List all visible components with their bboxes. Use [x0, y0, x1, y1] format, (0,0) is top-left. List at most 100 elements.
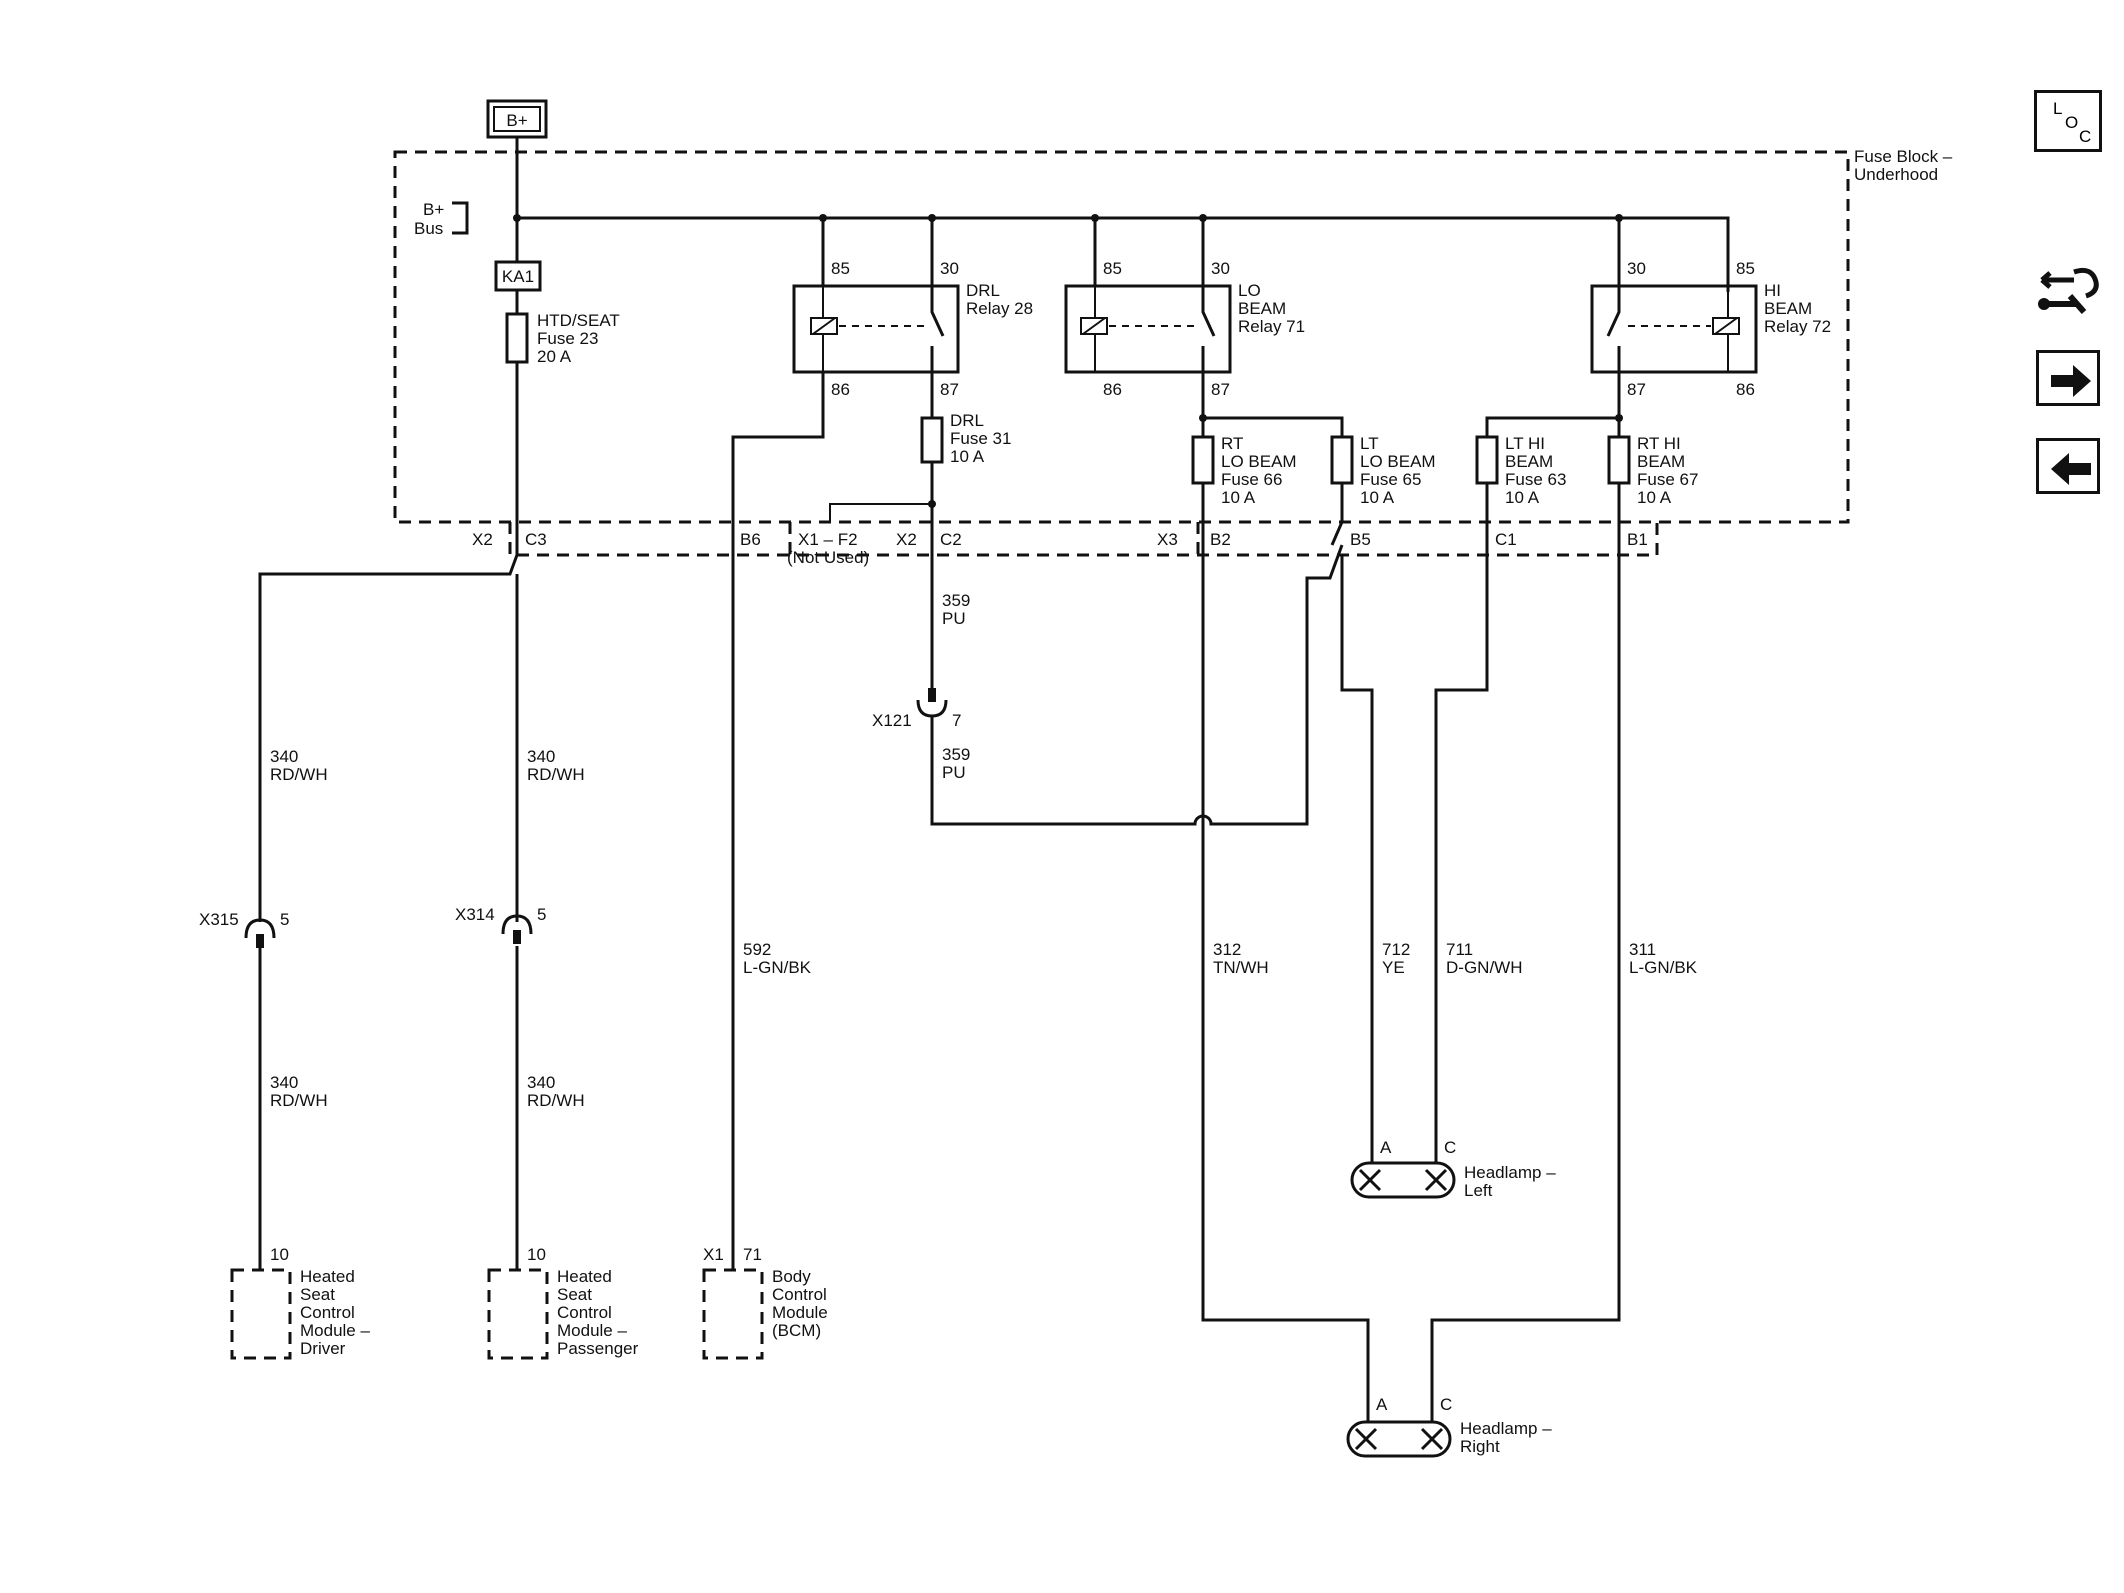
wire-359-color-a: PU [942, 609, 966, 628]
htd-seat-fuse-number: Fuse 23 [537, 329, 598, 348]
bcm-label-2: Control [772, 1285, 827, 1304]
drl-relay-number: Relay 28 [966, 299, 1033, 318]
drl-pin-30: 30 [940, 259, 959, 278]
hi-relay-pin-86: 86 [1736, 380, 1755, 399]
x315-pin-label: 5 [280, 910, 289, 929]
wire-340-driver [258, 520, 519, 1260]
lt-hi-label-2: BEAM [1505, 452, 1553, 471]
wire-311-label: 311 [1629, 940, 1656, 959]
arrow-right-icon [2051, 365, 2091, 397]
wire-311 [1430, 483, 1621, 1422]
x121-pin [928, 688, 936, 702]
headlamp-left-pin-a: A [1380, 1138, 1392, 1157]
headlamp-right-pin-c: C [1440, 1395, 1452, 1414]
connector-x3-label: X3 [1157, 530, 1178, 549]
drl-relay-label: DRL [966, 281, 1000, 300]
wire-359-label-a: 359 [942, 591, 970, 610]
rt-hi-rating: 10 A [1637, 488, 1672, 507]
drl-pin-85: 85 [831, 259, 850, 278]
lt-lo-label: LT [1360, 434, 1379, 453]
connector-c3-label: C3 [525, 530, 547, 549]
x314-pin [513, 930, 521, 944]
hi-relay-pin-30: 30 [1627, 259, 1646, 278]
previous-page-button[interactable] [2036, 438, 2100, 494]
x315-connector [244, 918, 276, 939]
connector-x2b-label: X2 [896, 530, 917, 549]
component-locator-button[interactable]: L O C [2034, 90, 2102, 152]
rt-hi-label-2: BEAM [1637, 452, 1685, 471]
wire-340-color-a: RD/WH [270, 765, 328, 784]
x314-label: X314 [455, 905, 495, 924]
connector-tools-button[interactable] [2034, 258, 2104, 324]
connector-strip-outline [508, 522, 1659, 557]
lo-relay-pin-30: 30 [1211, 259, 1230, 278]
wire-340-label-a: 340 [270, 747, 298, 766]
hi-relay-label-2: BEAM [1764, 299, 1812, 318]
rt-hi-label: RT HI [1637, 434, 1681, 453]
drl-fuse-label: DRL [950, 411, 984, 430]
x314-pin-label: 5 [537, 905, 546, 924]
bus-bracket [452, 201, 469, 235]
rt-hi-number: Fuse 67 [1637, 470, 1698, 489]
bcm-label-3: Module [772, 1303, 828, 1322]
rt-hi-beam-fuse [1607, 435, 1631, 485]
x121-connector [916, 699, 948, 718]
connector-x2-label: X2 [472, 530, 493, 549]
headlamp-right-label-2: Right [1460, 1437, 1500, 1456]
driver-module-label-3: Control [300, 1303, 355, 1322]
loc-letter-c: C [2079, 127, 2092, 146]
lt-hi-number: Fuse 63 [1505, 470, 1566, 489]
next-page-button[interactable] [2036, 350, 2100, 406]
drl-pin-86: 86 [831, 380, 850, 399]
passenger-module-label-2: Seat [557, 1285, 592, 1304]
driver-module-label-2: Seat [300, 1285, 335, 1304]
connector-b6-label: B6 [740, 530, 761, 549]
hi-relay-pin-85: 85 [1736, 259, 1755, 278]
wire-340-color-d: RD/WH [527, 1091, 585, 1110]
wire-359-label-b: 359 [942, 745, 970, 764]
wire-359-color-b: PU [942, 763, 966, 782]
hi-relay-number: Relay 72 [1764, 317, 1831, 336]
bcm-label-4: (BCM) [772, 1321, 821, 1340]
bus-label: B+ [423, 200, 444, 219]
bcm-connector-x1: X1 [703, 1245, 724, 1264]
x314-connector [501, 914, 533, 935]
rt-lo-beam-fuse [1191, 435, 1215, 485]
connector-c2-label: C2 [940, 530, 962, 549]
ka1-label: KA1 [502, 267, 534, 286]
rt-lo-number: Fuse 66 [1221, 470, 1282, 489]
x315-pin [256, 934, 264, 948]
lt-hi-rating: 10 A [1505, 488, 1540, 507]
battery-positive-label: B+ [506, 111, 527, 130]
rt-lo-label: RT [1221, 434, 1243, 453]
wire-592 [731, 372, 825, 1250]
wire-712-label: 712 [1382, 940, 1410, 959]
fuse-block-label-2: Underhood [1854, 165, 1938, 184]
headlamp-right [1346, 1420, 1452, 1458]
lo-relay-pin-85: 85 [1103, 259, 1122, 278]
headlamp-left [1350, 1150, 1456, 1199]
htd-seat-fuse-label: HTD/SEAT [537, 311, 620, 330]
x121-label: X121 [872, 711, 912, 730]
passenger-module-label-4: Module – [557, 1321, 627, 1340]
headlamp-left-label-2: Left [1464, 1181, 1493, 1200]
lt-lo-beam-fuse [1330, 435, 1354, 485]
lt-lo-number: Fuse 65 [1360, 470, 1421, 489]
fuse-block-outline [393, 150, 1850, 524]
hi-relay-pin-87: 87 [1627, 380, 1646, 399]
htd-seat-fuse [505, 312, 529, 364]
driver-module-label-1: Heated [300, 1267, 355, 1286]
wire-359-lower [930, 544, 1344, 826]
lo-beam-split [1201, 372, 1344, 437]
lo-beam-relay [1064, 218, 1232, 374]
wire-340-label-d: 340 [527, 1073, 555, 1092]
drl-fuse [920, 416, 944, 464]
wire-711 [1434, 483, 1489, 1150]
hi-beam-relay [1590, 218, 1758, 374]
headlamp-left-label: Headlamp – [1464, 1163, 1556, 1182]
wire-712-color: YE [1382, 958, 1405, 977]
drl-fuse-rating: 10 A [950, 447, 985, 466]
x121-pin-label: 7 [952, 711, 961, 730]
drl-pin-87: 87 [940, 380, 959, 399]
